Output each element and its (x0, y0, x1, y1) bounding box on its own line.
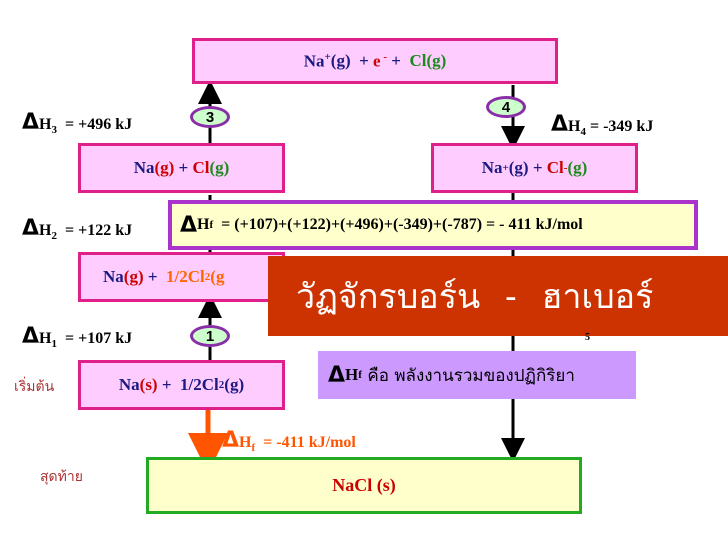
plus-sign: + (387, 51, 410, 70)
delta-h5-fragment: 5 (585, 332, 590, 343)
state-label: (g) (330, 51, 351, 70)
delta-h1-label: ΔH1 = +107 kJ (22, 324, 133, 351)
start-label: เริ่มต้น (14, 379, 55, 395)
chlorine-atom: Cl(g) (409, 51, 447, 70)
end-label: สุดท้าย (40, 469, 83, 485)
product-box: NaCl (s) (146, 457, 582, 514)
gaseous-ions-box: Na+ (g) + e - + Cl(g) (192, 38, 558, 84)
atoms-gas-box: Na(g) + Cl(g) (78, 143, 285, 193)
plus-sign: + (350, 51, 374, 70)
step-4-badge: 4 (486, 96, 526, 118)
cycle-title-banner: วัฏจักรบอร์น - ฮาเบอร์ (268, 256, 728, 336)
hf-arrow-label: ΔHf = -411 kJ/mol (222, 428, 356, 455)
na-ion: Na+ (303, 50, 331, 71)
delta-h4-label: ΔH4 = -349 kJ (551, 112, 654, 139)
step-1-badge: 1 (190, 325, 230, 347)
delta-h2-label: ΔH2 = +122 kJ (22, 216, 133, 243)
ions-gas-box: Na+(g) + Cl-(g) (431, 143, 638, 193)
step-3-badge: 3 (190, 106, 230, 128)
delta-h3-label: ΔH3 = +496 kJ (22, 110, 133, 137)
electron: e - (373, 50, 388, 71)
